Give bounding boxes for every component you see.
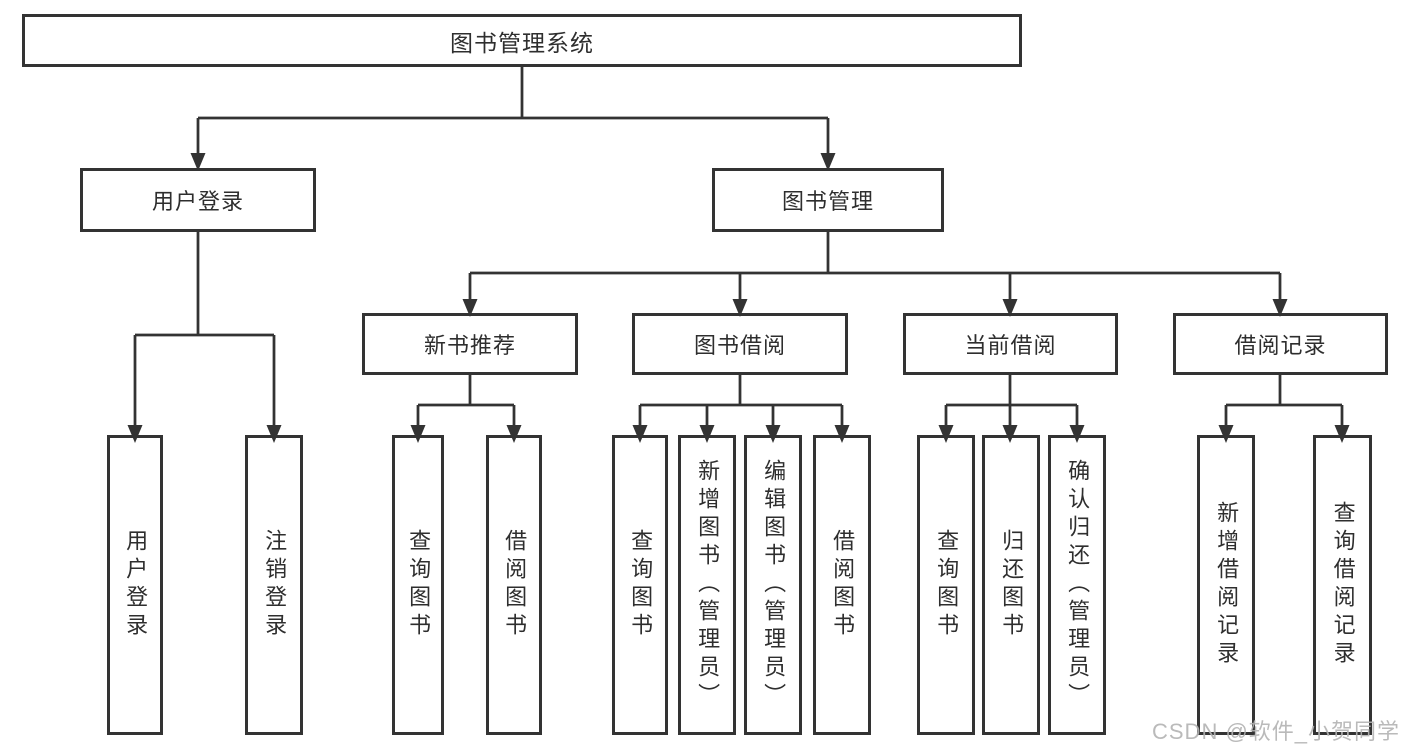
node-user-login: 用户登录 <box>80 168 316 232</box>
node-book-borrowing: 图书借阅 <box>632 313 848 375</box>
node-book-management: 图书管理 <box>712 168 944 232</box>
leaf-query-borrow-record: 查询借阅记录 <box>1313 435 1372 735</box>
leaf-edit-books-admin: 编辑图书（管理员） <box>744 435 802 735</box>
leaf-confirm-return-admin: 确认归还（管理员） <box>1048 435 1106 735</box>
leaf-add-borrow-record: 新增借阅记录 <box>1197 435 1255 735</box>
leaf-borrow-books-recommendation: 借阅图书 <box>486 435 542 735</box>
node-current-borrowing: 当前借阅 <box>903 313 1118 375</box>
node-new-book-recommendation: 新书推荐 <box>362 313 578 375</box>
node-library-management-system: 图书管理系统 <box>22 14 1022 67</box>
watermark: CSDN @软件_小贺同学 <box>1152 719 1401 744</box>
node-borrowing-records: 借阅记录 <box>1173 313 1388 375</box>
leaf-borrow-books-borrowing: 借阅图书 <box>813 435 871 735</box>
leaf-query-books-current: 查询图书 <box>917 435 975 735</box>
leaf-query-books-recommendation: 查询图书 <box>392 435 444 735</box>
leaf-return-books: 归还图书 <box>982 435 1040 735</box>
leaf-add-books-admin: 新增图书（管理员） <box>678 435 736 735</box>
leaf-logout: 注销登录 <box>245 435 303 735</box>
leaf-user-login: 用户登录 <box>107 435 163 735</box>
leaf-query-books-borrowing: 查询图书 <box>612 435 668 735</box>
